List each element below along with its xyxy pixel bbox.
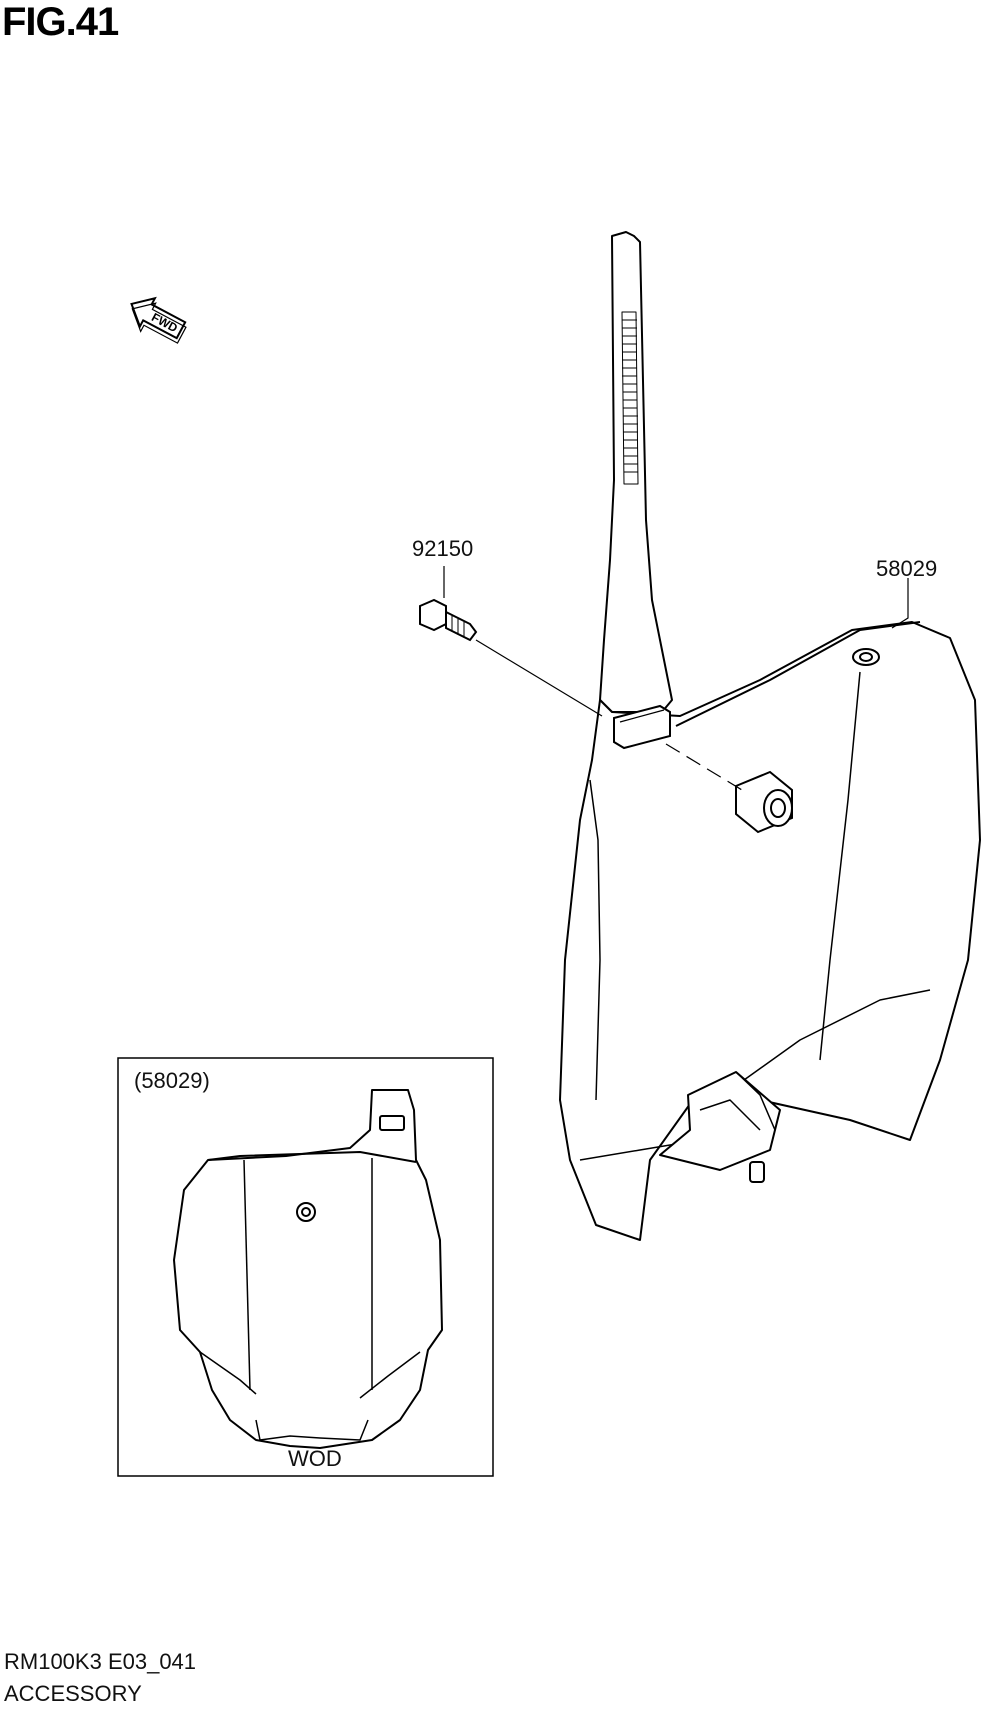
stem-grip bbox=[621, 311, 639, 485]
bolt-drawing bbox=[419, 598, 478, 642]
collar-drawing bbox=[735, 770, 793, 834]
model-code: RM100K3 E03_041 bbox=[4, 1649, 197, 1674]
callout-number-plate: 58029 bbox=[876, 556, 938, 581]
clip-drawing bbox=[613, 704, 671, 750]
inset-plate-drawing bbox=[173, 1089, 443, 1449]
forward-arrow-icon: FWD bbox=[130, 296, 187, 344]
inset-frame bbox=[117, 1057, 494, 1477]
inset-part-ref: (58029) bbox=[134, 1068, 210, 1093]
inset-caption: WOD bbox=[288, 1446, 342, 1471]
figure-title: FIG.41 bbox=[2, 0, 119, 44]
leader-lines bbox=[443, 566, 909, 791]
section-name: ACCESSORY bbox=[4, 1681, 142, 1706]
callout-bolt: 92150 bbox=[412, 536, 474, 561]
number-plate-drawing bbox=[559, 231, 981, 1241]
